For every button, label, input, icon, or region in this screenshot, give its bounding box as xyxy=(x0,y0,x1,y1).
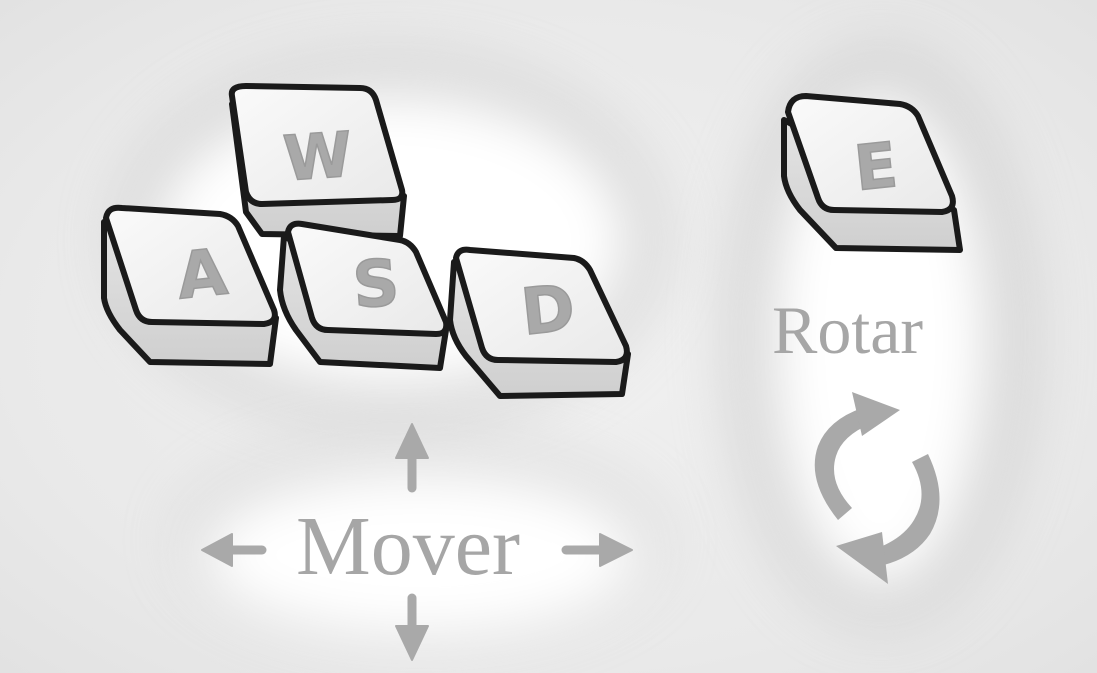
key-d: D xyxy=(447,246,631,399)
key-e: E xyxy=(781,93,963,253)
key-s: S xyxy=(277,220,450,371)
arrow-down-icon xyxy=(395,593,429,661)
key-w: W xyxy=(228,83,407,239)
key-e-letter: E xyxy=(851,128,901,205)
key-a: A xyxy=(101,204,279,367)
arrow-up-icon xyxy=(395,423,429,493)
rotate-label: Rotar xyxy=(772,292,924,368)
move-glow xyxy=(200,470,640,640)
key-w-letter: W xyxy=(281,118,354,196)
key-a-letter: A xyxy=(174,236,231,315)
arrow-left-icon xyxy=(201,533,267,567)
move-label: Mover xyxy=(296,500,520,593)
key-s-letter: S xyxy=(350,246,401,323)
key-d-letter: D xyxy=(518,271,579,350)
rotate-cycle-icon xyxy=(814,392,940,584)
arrow-right-icon xyxy=(561,533,633,567)
